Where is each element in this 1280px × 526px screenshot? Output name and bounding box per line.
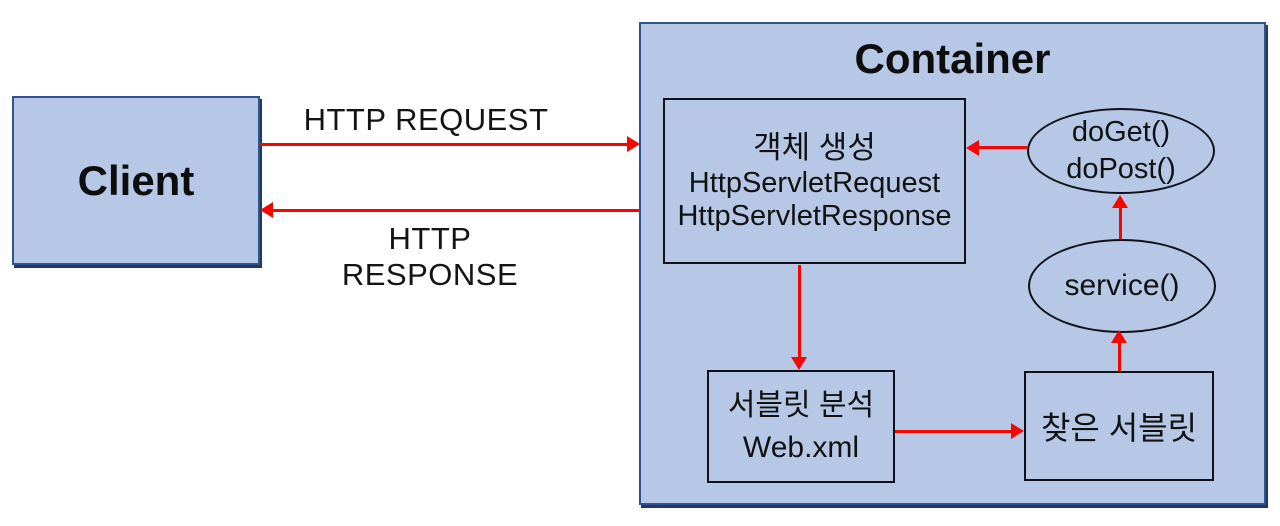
object-to-analysis-arrowhead-icon bbox=[791, 357, 807, 370]
object-creation-box: 객체 생성 HttpServletRequest HttpServletResp… bbox=[663, 98, 966, 264]
found-to-service-arrow-line bbox=[1118, 343, 1121, 371]
http-response-label: HTTP RESPONSE bbox=[341, 221, 519, 292]
http-request-label: HTTP REQUEST bbox=[303, 102, 549, 137]
http-response-arrow-line bbox=[273, 209, 663, 212]
client-label: Client bbox=[77, 156, 195, 204]
service-to-doget-arrowhead-icon bbox=[1112, 195, 1128, 208]
container-title: Container bbox=[854, 35, 1051, 82]
object-to-analysis-arrow-line bbox=[798, 265, 801, 357]
found-to-service-arrowhead-icon bbox=[1111, 330, 1127, 343]
servlet-analysis-line2: Web.xml bbox=[742, 430, 860, 464]
found-servlet-label: 찾은 서블릿 bbox=[1040, 410, 1198, 446]
doget-to-object-arrow-line bbox=[979, 146, 1027, 149]
http-request-arrowhead-icon bbox=[627, 136, 640, 152]
doget-to-object-arrowhead-icon bbox=[966, 140, 979, 156]
servlet-analysis-line1: 서블릿 분석 bbox=[727, 388, 875, 422]
object-creation-line3: HttpServletResponse bbox=[677, 200, 952, 232]
doget-dopost-ellipse: doGet() doPost() bbox=[1027, 108, 1215, 194]
servlet-analysis-box: 서블릿 분석 Web.xml bbox=[707, 370, 895, 483]
analysis-to-found-arrowhead-icon bbox=[1011, 423, 1024, 439]
http-response-arrowhead-icon bbox=[260, 202, 273, 218]
service-to-doget-arrow-line bbox=[1119, 208, 1122, 239]
analysis-to-found-arrow-line bbox=[895, 430, 1011, 433]
found-servlet-box: 찾은 서블릿 bbox=[1024, 371, 1214, 481]
doget-label: doGet() bbox=[1071, 116, 1171, 148]
dopost-label: doPost() bbox=[1066, 153, 1176, 185]
object-creation-line2: HttpServletRequest bbox=[688, 167, 941, 199]
service-ellipse: service() bbox=[1028, 239, 1216, 333]
service-label: service() bbox=[1064, 269, 1180, 302]
object-creation-line1: 객체 생성 bbox=[753, 130, 876, 165]
client-box: Client bbox=[12, 96, 260, 265]
http-request-arrow-line bbox=[260, 143, 628, 146]
